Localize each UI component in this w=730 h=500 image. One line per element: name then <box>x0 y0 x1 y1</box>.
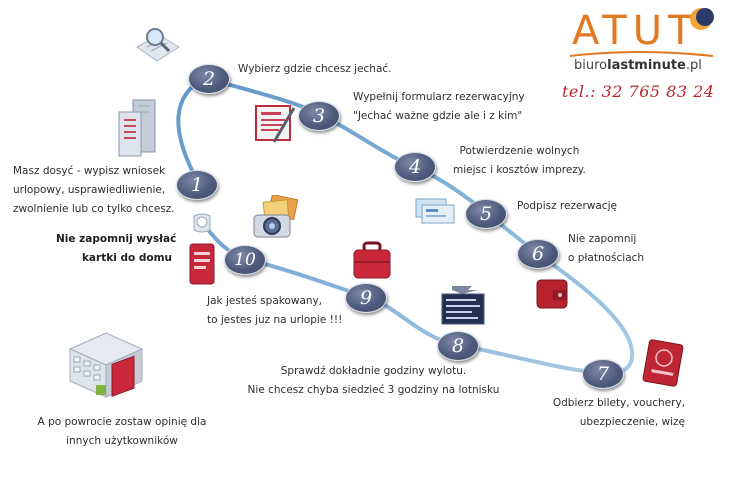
step-1-line-3: zwolnienie lub co tylko chcesz. <box>13 203 175 215</box>
step-4-line-1: Potwierdzenie wolnych <box>459 145 580 157</box>
step-badge-1: 1 <box>176 170 218 200</box>
step-badge-8: 8 <box>437 331 479 361</box>
final-note-line-2: innych użytkowników <box>66 435 178 447</box>
atut-logo-text: ATUT <box>572 8 699 54</box>
step-badge-2: 2 <box>188 64 230 94</box>
step-badge-5: 5 <box>465 199 507 229</box>
passport-icon <box>642 339 684 387</box>
step-10-line-1: Nie zapomnij wysłać <box>56 233 177 245</box>
step-3-line-2: "Jechać ważne gdzie ale i z kim" <box>353 110 523 122</box>
step-text-7: Odbierz bilety, vouchery, ubezpieczenie,… <box>550 394 685 432</box>
final-note: A po powrocie zostaw opinię dla innych u… <box>32 413 212 451</box>
step-10-line-2: kartki do domu <box>81 252 172 264</box>
step-badge-9: 9 <box>345 283 387 313</box>
step-7-line-2: ubezpieczenie, wizę <box>579 416 685 428</box>
step-6-line-1: Nie zapomnij <box>568 233 637 245</box>
building-document-icon <box>118 99 156 157</box>
site-prefix: biuro <box>574 58 608 73</box>
step-8-line-1: Sprawdź dokładnie godziny wylotu. <box>280 365 467 377</box>
step-6-line-2: o płatnościach <box>568 252 645 264</box>
step-badge-7: 7 <box>582 359 624 389</box>
airport-board-icon <box>441 286 485 325</box>
site-url[interactable]: biurolastminute.pl <box>574 58 702 73</box>
final-note-line-1: A po powrocie zostaw opinię dla <box>37 416 207 428</box>
step-text-1: Masz dosyć - wypisz wniosek urlopowy, us… <box>13 162 175 219</box>
step-text-2: Wybierz gdzie chcesz jechać. <box>238 63 392 75</box>
step-9-line-2: to jestes juz na urlopie !!! <box>207 314 343 326</box>
step-4-line-2: miejsc i kosztów imprezy. <box>453 164 586 176</box>
red-wallet-icon <box>536 279 568 309</box>
hotel-building-icon <box>68 332 144 398</box>
site-suffix: .pl <box>685 58 702 73</box>
step-1-line-2: urlopowy, usprawiedliwienie, <box>13 184 166 196</box>
atut-sun-logo-icon <box>690 8 714 30</box>
step-badge-6: 6 <box>517 239 559 269</box>
atut-swoosh-icon <box>569 51 714 57</box>
step-text-10: Nie zapomnij wysłać kartki do domu <box>56 230 177 268</box>
step-text-5: Podpisz rezerwację <box>517 200 617 212</box>
step-badge-3: 3 <box>298 101 340 131</box>
step-text-9: Jak jesteś spakowany, to jestes juz na u… <box>207 292 342 330</box>
camera-photos-icon <box>253 195 299 238</box>
step-text-6: Nie zapomnij o płatnościach <box>568 230 644 268</box>
magnifier-document-icon <box>136 28 180 62</box>
step-9-line-1: Jak jesteś spakowany, <box>207 295 323 307</box>
step-text-3: Wypełnij formularz rezerwacyjny "Jechać … <box>353 88 525 126</box>
step-text-8: Sprawdź dokładnie godziny wylotu. Nie ch… <box>241 362 506 400</box>
do-not-disturb-hanger-icon <box>189 213 215 285</box>
tickets-icon <box>415 198 455 224</box>
step-3-line-1: Wypełnij formularz rezerwacyjny <box>353 91 525 103</box>
step-1-line-1: Masz dosyć - wypisz wniosek <box>13 165 166 177</box>
phone-number: tel.: 32 765 83 24 <box>562 82 715 101</box>
site-bold: lastminute <box>607 58 686 73</box>
step-badge-10: 10 <box>224 245 266 275</box>
step-8-line-2: Nie chcesz chyba siedzieć 3 godziny na l… <box>247 384 500 396</box>
red-suitcase-icon <box>353 241 391 279</box>
step-text-4: Potwierdzenie wolnych miejsc i kosztów i… <box>453 142 586 180</box>
step-badge-4: 4 <box>394 152 436 182</box>
form-pen-icon <box>255 105 296 143</box>
step-7-line-1: Odbierz bilety, vouchery, <box>552 397 685 409</box>
